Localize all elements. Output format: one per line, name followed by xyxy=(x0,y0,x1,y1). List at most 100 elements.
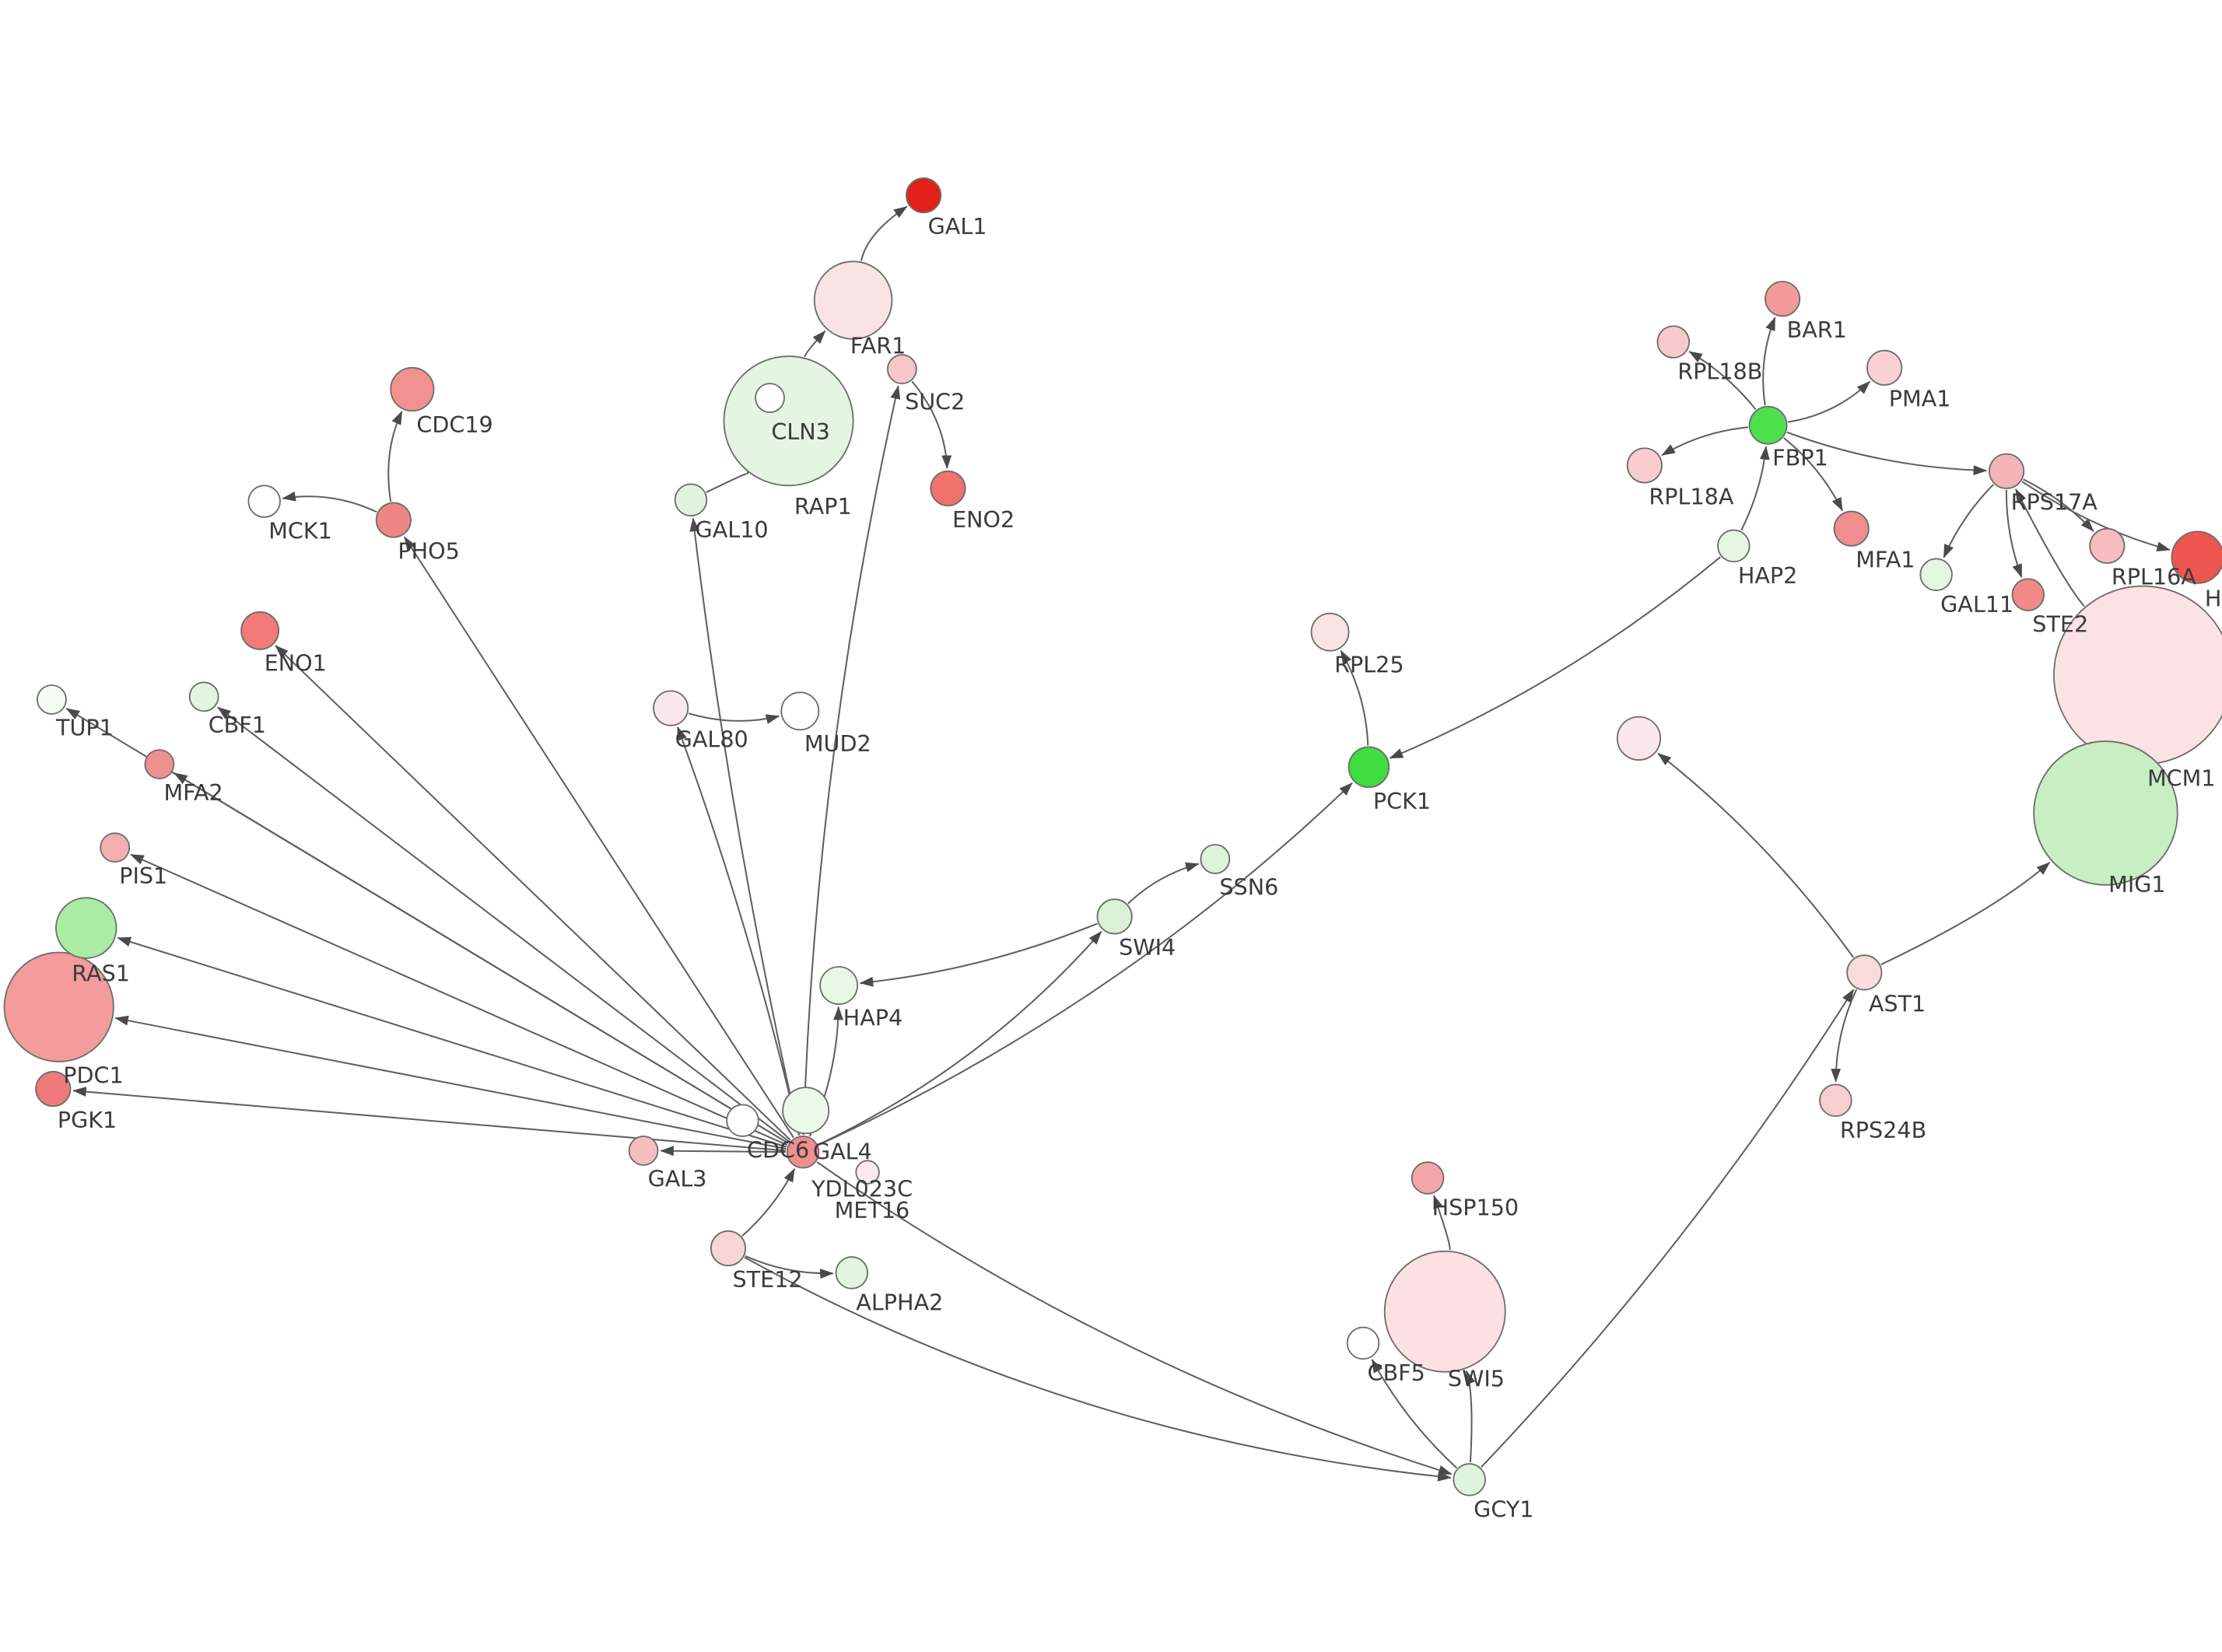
edge-RPS17A-RPL16A xyxy=(2023,478,2094,532)
node-label-STE12: STE12 xyxy=(733,1266,803,1293)
edge-PHO5-MCK1 xyxy=(282,491,377,513)
node-GAL4[interactable] xyxy=(786,1136,820,1169)
edges-layer xyxy=(65,205,2171,1482)
node-FAR1[interactable] xyxy=(813,261,893,340)
edge-HAP2-PCK1 xyxy=(1389,556,1721,759)
edge-FBP1-PMA1 xyxy=(1787,380,1871,423)
node-MFA1[interactable] xyxy=(1833,510,1870,547)
node-PGK1[interactable] xyxy=(35,1070,72,1108)
node-GAL10[interactable] xyxy=(674,483,708,516)
node-label-RPL18B: RPL18B xyxy=(1677,359,1762,385)
node-MCK1[interactable] xyxy=(247,485,281,518)
node-label-YDL023C: YDL023C xyxy=(811,1176,913,1202)
node-label-CDC6: CDC6 xyxy=(747,1137,809,1164)
node-CDC6[interactable] xyxy=(726,1104,759,1137)
edge-HAP2-FBP1 xyxy=(1740,446,1770,531)
node-CLN3[interactable] xyxy=(723,355,854,487)
edge-GAL4-PCK1 xyxy=(818,782,1353,1146)
edge-STE12-GAL4 xyxy=(741,1167,796,1237)
node-HAP4[interactable] xyxy=(819,966,859,1005)
node-FBP1[interactable] xyxy=(1748,405,1788,445)
node-MIG1[interactable] xyxy=(2033,740,2178,886)
edge-RPS17A-GAL11 xyxy=(1943,484,1994,558)
edge-GAL4-GAL10 xyxy=(689,517,801,1136)
node-label-GAL10: GAL10 xyxy=(696,516,769,543)
node-HSP150[interactable] xyxy=(1411,1161,1445,1195)
node-PMA1[interactable] xyxy=(1866,349,1903,386)
nodes-layer xyxy=(3,177,2222,1496)
edge-PCK1-RPL25 xyxy=(1340,649,1369,746)
node-AST1[interactable] xyxy=(1846,954,1883,991)
node-MET16[interactable] xyxy=(855,1160,880,1185)
edge-GAL4-GAL80 xyxy=(677,726,801,1136)
node-CDC19[interactable] xyxy=(390,366,435,412)
node-RPS17A[interactable] xyxy=(1989,453,2025,489)
node-label-MCM1: MCM1 xyxy=(2147,765,2216,791)
node-RPL18A[interactable] xyxy=(1626,447,1663,484)
node-label-MFA2: MFA2 xyxy=(163,779,223,806)
edge-FBP1-MFA1 xyxy=(1783,437,1843,512)
node-HIS4[interactable] xyxy=(2171,530,2222,584)
node-ENO1[interactable] xyxy=(240,611,280,650)
node-label-RAP1: RAP1 xyxy=(794,493,852,520)
node-label-RPL25: RPL25 xyxy=(1334,651,1404,677)
node-STE12[interactable] xyxy=(710,1230,747,1267)
node-STE2[interactable] xyxy=(2011,578,2045,611)
node-CBF5[interactable] xyxy=(1346,1326,1380,1360)
node-label-PDC1: PDC1 xyxy=(63,1062,123,1089)
node-ENO2[interactable] xyxy=(930,470,966,507)
edge-SWI4-SSN6 xyxy=(1127,862,1200,905)
edge-GAL80-MUD2 xyxy=(688,712,780,724)
node-RAS1[interactable] xyxy=(55,897,117,959)
edge-FBP1-RPS17A xyxy=(1786,431,1988,476)
node-RPL18B[interactable] xyxy=(1656,325,1690,359)
node-HAP2[interactable] xyxy=(1717,529,1751,563)
node-PCK1[interactable] xyxy=(1348,746,1390,789)
edge-AST1-RPS24B xyxy=(1831,989,1858,1083)
node-label-CLN3: CLN3 xyxy=(771,418,830,445)
node-GAL80[interactable] xyxy=(653,690,689,726)
node-GAL11[interactable] xyxy=(1919,558,1953,592)
edge-GCY1-SWI5 xyxy=(1465,1370,1476,1463)
node-BAR1[interactable] xyxy=(1765,281,1801,317)
node-ALPHA2[interactable] xyxy=(835,1256,868,1290)
node-PHO5[interactable] xyxy=(375,502,412,538)
node-YDL023C[interactable] xyxy=(782,1087,830,1135)
node-SWI4[interactable] xyxy=(1096,898,1133,935)
node-label-HAP2: HAP2 xyxy=(1738,562,1798,589)
node-label-PGK1: PGK1 xyxy=(58,1107,117,1133)
node-label-TUP1: TUP1 xyxy=(55,715,114,741)
node-PIS1[interactable] xyxy=(100,832,131,863)
edge-AST1-MIG1 xyxy=(1880,862,2051,965)
node-label-GCY1: GCY1 xyxy=(1474,1496,1533,1522)
node-GCY1[interactable] xyxy=(1453,1463,1486,1496)
node-RPL25[interactable] xyxy=(1310,612,1350,652)
node-RAP1[interactable] xyxy=(755,383,785,413)
node-label-SWI5: SWI5 xyxy=(1448,1365,1505,1391)
node-NODE1[interactable] xyxy=(1616,716,1662,761)
node-TUP1[interactable] xyxy=(37,684,67,715)
node-RPL16A[interactable] xyxy=(2089,527,2126,564)
node-SUC2[interactable] xyxy=(887,354,917,385)
edge-GAL4-MFA2 xyxy=(173,772,789,1144)
node-label-RAS1: RAS1 xyxy=(72,960,130,986)
node-MFA2[interactable] xyxy=(144,749,175,779)
node-label-PHO5: PHO5 xyxy=(398,537,459,564)
node-MUD2[interactable] xyxy=(780,691,820,731)
node-CBF1[interactable] xyxy=(188,681,219,712)
node-GAL1[interactable] xyxy=(906,177,942,214)
edge-CLN3-FAR1 xyxy=(804,330,826,358)
node-label-ENO1: ENO1 xyxy=(265,650,327,677)
node-SWI5[interactable] xyxy=(1383,1250,1506,1373)
node-label-MFA1: MFA1 xyxy=(1856,547,1915,573)
node-PDC1[interactable] xyxy=(3,951,114,1062)
edge-GAL10-CLN3 xyxy=(706,460,759,493)
node-label-CBF5: CBF5 xyxy=(1368,1360,1425,1386)
node-GAL3[interactable] xyxy=(628,1136,659,1166)
labels-layer: MCM1MIG1CLN3SWI5PDC1RAS1FAR1GAL1SUC2RAP1… xyxy=(55,213,2222,1522)
node-RPS24B[interactable] xyxy=(1819,1083,1852,1118)
node-SSN6[interactable] xyxy=(1200,844,1231,874)
node-label-BAR1: BAR1 xyxy=(1787,317,1847,343)
